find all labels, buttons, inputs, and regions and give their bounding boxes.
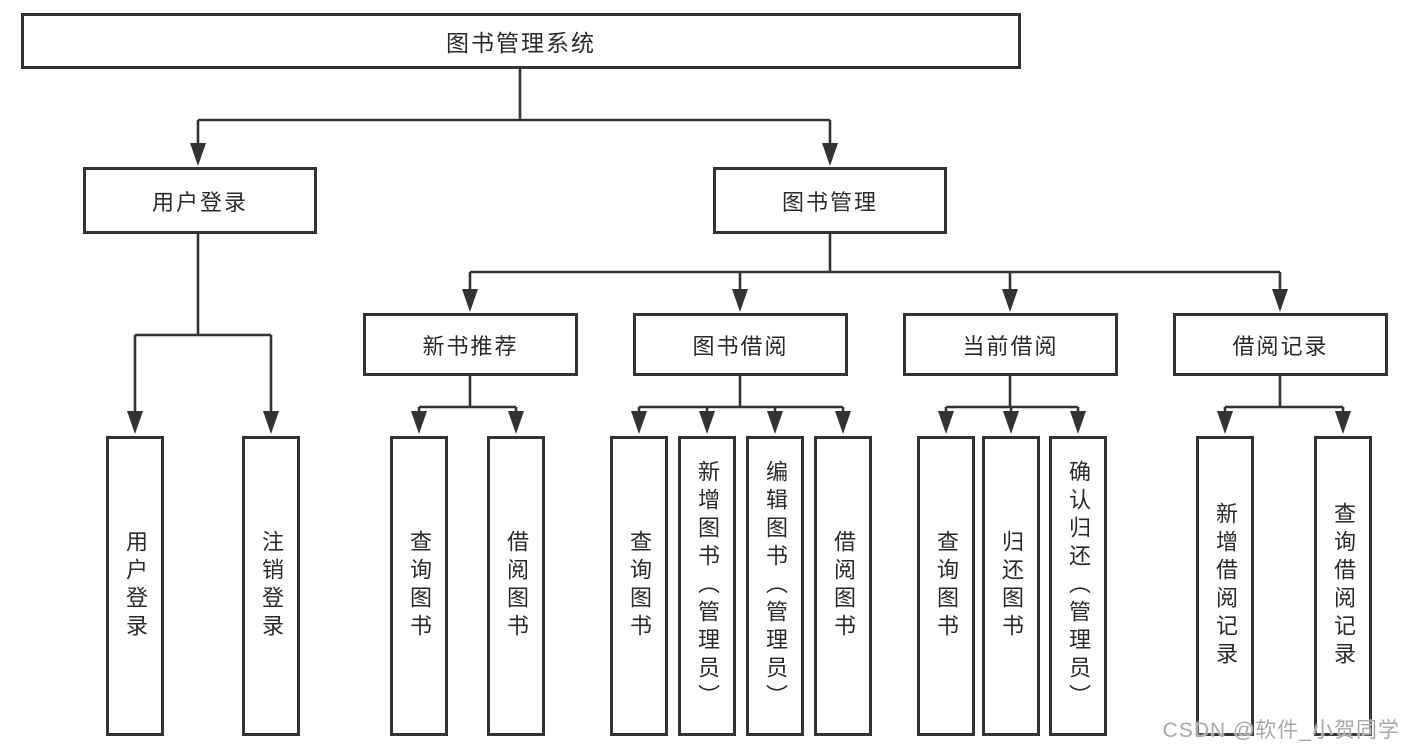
leaf-user-login: 用户登录 (106, 436, 164, 736)
leaf-nb-query-books: 查询图书 (390, 436, 448, 736)
arrowhead-icon (835, 411, 851, 434)
node-new-book-recommend: 新书推荐 (363, 313, 578, 376)
node-book-borrowing: 图书借阅 (633, 313, 848, 376)
arrowhead-icon (631, 411, 647, 434)
arrowhead-icon (1070, 411, 1086, 434)
leaf-cb-query-books: 查询图书 (917, 436, 975, 736)
arrowhead-icon (411, 411, 427, 434)
arrowhead-icon (938, 411, 954, 434)
arrowhead-icon (263, 411, 279, 434)
leaf-bb-edit-books-admin: 编辑图书（管理员） (746, 436, 804, 736)
leaf-bb-borrow-books: 借阅图书 (814, 436, 872, 736)
node-borrowing-records: 借阅记录 (1173, 313, 1388, 376)
leaf-nb-borrow-books: 借阅图书 (487, 436, 545, 736)
leaf-br-query-record: 查询借阅记录 (1314, 436, 1372, 736)
connector-book-management (468, 234, 1282, 306)
node-library-management-system: 图书管理系统 (21, 13, 1021, 69)
arrowhead-icon (1335, 411, 1351, 434)
arrowhead-icon (508, 411, 524, 434)
arrowhead-icon (190, 143, 206, 166)
connector-user-login (133, 234, 273, 428)
connector-borrow-record (1223, 376, 1345, 428)
leaf-logout: 注销登录 (242, 436, 300, 736)
arrowheads (127, 143, 1351, 434)
arrowhead-icon (1002, 289, 1018, 312)
csdn-watermark: CSDN @软件_小贺同学 (1162, 719, 1400, 742)
node-user-login: 用户登录 (83, 167, 317, 234)
node-book-management: 图书管理 (713, 167, 947, 234)
arrowhead-icon (1272, 289, 1288, 312)
leaf-bb-query-books: 查询图书 (610, 436, 668, 736)
arrowhead-icon (732, 289, 748, 312)
leaf-bb-add-books-admin: 新增图书（管理员） (678, 436, 736, 736)
connector-new-book (417, 376, 518, 428)
arrowhead-icon (127, 411, 143, 434)
leaf-br-add-record: 新增借阅记录 (1196, 436, 1254, 736)
connector-root-trunk (196, 69, 832, 160)
arrowhead-icon (1217, 411, 1233, 434)
leaf-cb-return-books: 归还图书 (982, 436, 1040, 736)
arrowhead-icon (699, 411, 715, 434)
connector-book-borrow (637, 376, 845, 428)
arrowhead-icon (767, 411, 783, 434)
arrowhead-icon (1003, 411, 1019, 434)
arrowhead-icon (822, 143, 838, 166)
node-current-borrowing: 当前借阅 (903, 313, 1118, 376)
leaf-cb-confirm-return-admin: 确认归还（管理员） (1049, 436, 1107, 736)
arrowhead-icon (462, 289, 478, 312)
